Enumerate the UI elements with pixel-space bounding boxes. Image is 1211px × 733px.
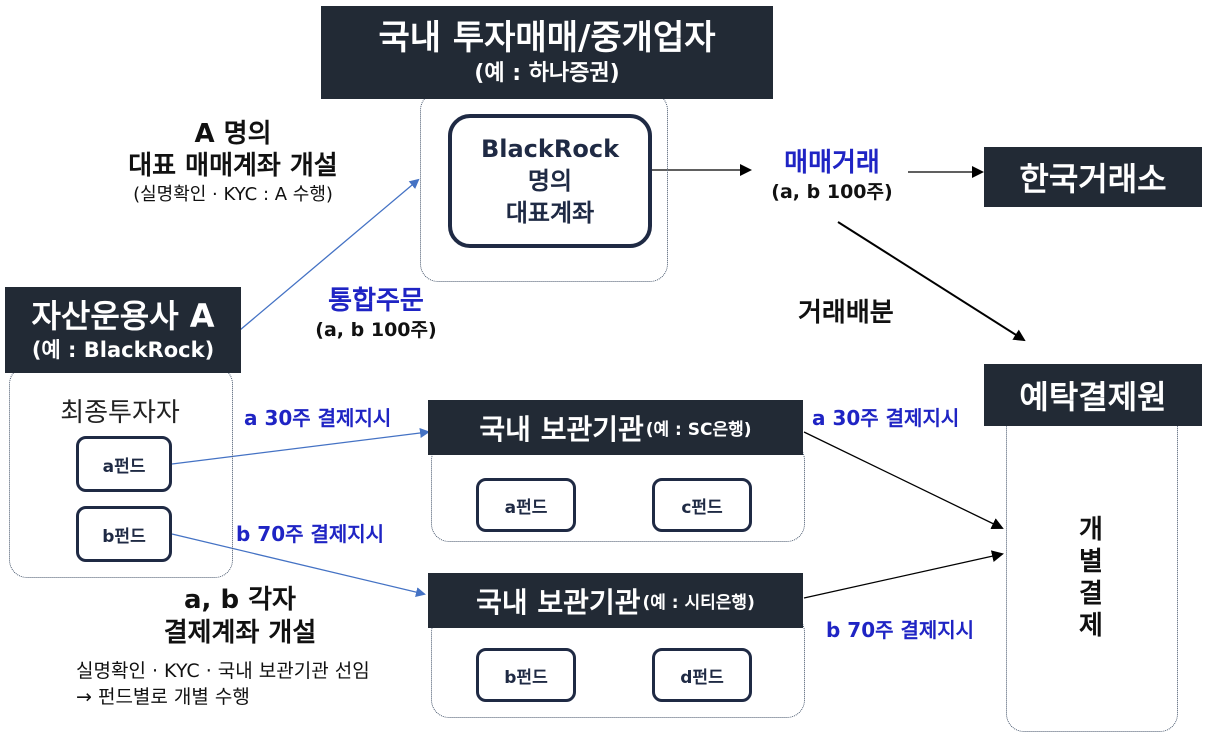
rep-account-line3: (실명확인 · KYC : A 수행) [133,184,333,205]
investors-title: 최종투자자 [60,398,180,428]
citi-fund-b: b펀드 [476,648,576,702]
blackrock-rep-account: BlackRock 명의 대표계좌 [448,114,652,248]
sc-custodian-header: 국내 보관기관 (예 : SC은행) [428,400,803,455]
settlement-line2: 결제계좌 개설 [163,618,317,648]
citi-custodian-header: 국내 보관기관 (예 : 시티은행) [428,573,803,628]
arrow-sc-to-depository [803,431,1004,530]
combined-order-label: 통합주문 [328,286,424,316]
broker-account-line2: 명의 [527,167,573,195]
settlement-accounts-text: a, b 각자 결제계좌 개설 [40,584,440,650]
broker-header: 국내 투자매매/중개업자 (예 : 하나증권) [321,6,773,99]
sc-fund-a: a펀드 [476,478,576,532]
exchange-title: 한국거래소 [1019,160,1167,198]
arrow-trade-to-depository [837,221,1026,342]
citi-fund-d: d펀드 [652,648,752,702]
arrow-bfund-to-citi [171,533,426,598]
rep-account-line1: A 명의 [194,119,272,149]
arrow-am-to-broker [239,178,420,331]
combined-order-group: 통합주문 (a, b 100주) [296,284,456,342]
sc-fund-c: c펀드 [652,478,752,532]
investor-fund-a: a펀드 [76,436,172,492]
depository-header: 예탁결제원 [984,364,1202,426]
citi-custodian-example: (예 : 시티은행) [642,593,755,613]
trade-detail: (a, b 100주) [771,181,893,203]
sc-custodian-example: (예 : SC은행) [645,420,752,440]
trade-label-group: 매매거래 (a, b 100주) [752,146,912,204]
vertical-char-1: 개 [1079,515,1103,545]
investor-fund-b: b펀드 [76,506,172,562]
sc-custodian-title: 국내 보관기관 [479,412,644,446]
trade-label: 매매거래 [784,148,880,178]
broker-title: 국내 투자매매/중개업자 [378,17,716,58]
vertical-char-2: 별 [1079,547,1103,577]
settlement-line3: 실명확인 · KYC · 국내 보관기관 선임 [76,660,370,682]
asset-manager-header: 자산운용사 A (예 : BlackRock) [5,287,241,373]
instruction-b-out: b 70주 결제지시 [826,618,975,642]
settlement-line1: a, b 각자 [184,585,296,615]
instruction-b-in: b 70주 결제지시 [236,522,385,546]
broker-account-line1: BlackRock [480,135,620,163]
exchange-box: 한국거래소 [984,147,1202,207]
broker-example: (예 : 하나증권) [474,60,620,86]
settlement-line4: → 펀드별로 개별 수행 [76,686,250,708]
citi-custodian-title: 국내 보관기관 [476,585,641,619]
depository-title: 예탁결제원 [1019,378,1167,416]
combined-order-detail: (a, b 100주) [315,319,437,341]
allocation-label: 거래배분 [798,298,894,328]
broker-account-line3: 대표계좌 [505,199,595,227]
arrow-citi-to-depository [803,550,1004,599]
arrow-afund-to-sc [171,428,430,465]
vertical-char-4: 제 [1079,611,1103,641]
asset-manager-example: (예 : BlackRock) [31,338,215,362]
depository-vertical-text: 개 별 결 제 [1066,514,1116,642]
rep-account-line2: 대표 매매계좌 개설 [128,151,338,181]
instruction-a-in: a 30주 결제지시 [244,406,392,430]
vertical-char-3: 결 [1079,579,1103,609]
rep-account-text: A 명의 대표 매매계좌 개설 (실명확인 · KYC : A 수행) [88,118,378,208]
instruction-a-out: a 30주 결제지시 [812,406,960,430]
asset-manager-title: 자산운용사 A [31,297,215,335]
